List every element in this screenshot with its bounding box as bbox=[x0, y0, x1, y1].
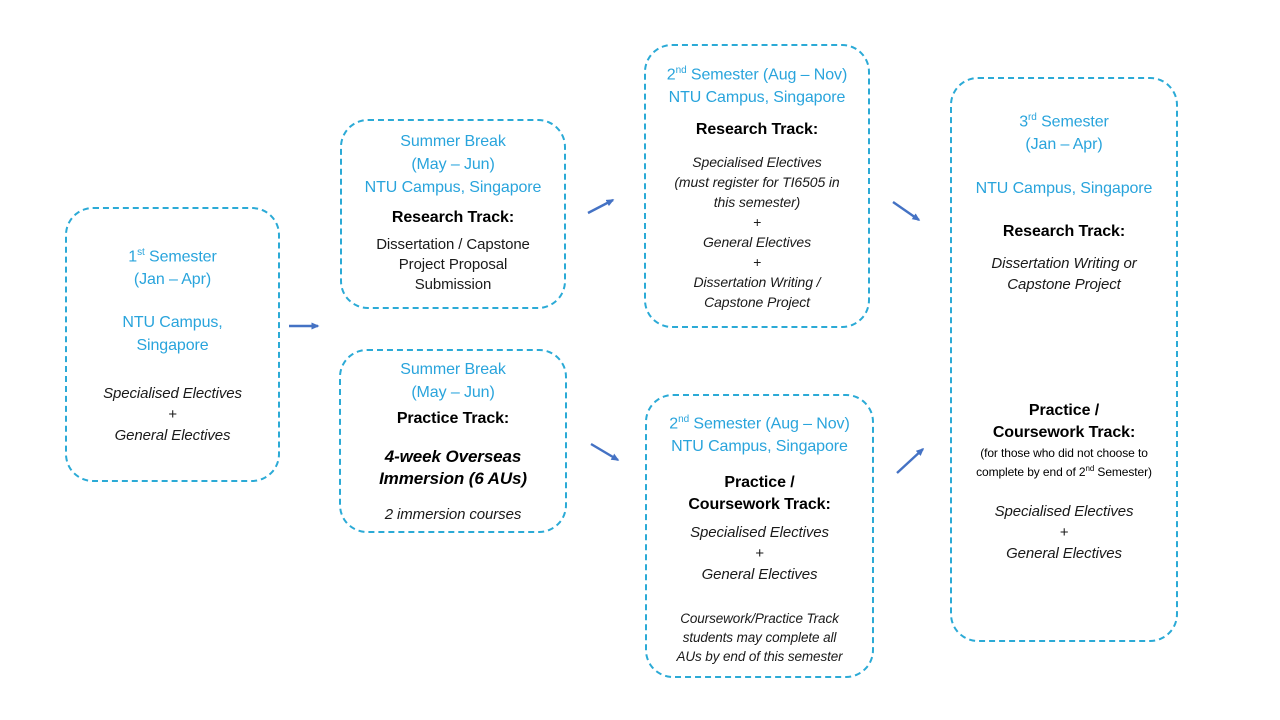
box-summer-break-practice: Summer Break (May – Jun) Practice Track:… bbox=[339, 349, 567, 533]
electives-text: Specialised Electives + General Elective… bbox=[690, 524, 829, 584]
research-track-body: Dissertation / Capstone Project Proposal… bbox=[376, 236, 530, 293]
immersion-courses-text: 2 immersion courses bbox=[384, 506, 522, 523]
semester-title: 3rd Semester (Jan – Apr) bbox=[1019, 112, 1109, 154]
arrow-summer-practice-to-sem2-practice bbox=[590, 442, 620, 462]
box-1st-semester: 1st Semester (Jan – Apr) NTU Campus, Sin… bbox=[65, 207, 280, 482]
coursework-completion-note: Coursework/Practice Track students may c… bbox=[676, 611, 843, 665]
semester-title: 2nd Semester (Aug – Nov) NTU Campus, Sin… bbox=[666, 65, 848, 107]
research-track-heading: Research Track: bbox=[1002, 223, 1126, 241]
arrow-summer-research-to-sem2-research bbox=[587, 198, 615, 215]
arrow-sem2-practice-to-sem3 bbox=[896, 447, 925, 474]
practice-track-heading: Practice Track: bbox=[396, 410, 510, 427]
box-summer-break-research: Summer Break (May – Jun) NTU Campus, Sin… bbox=[340, 119, 566, 309]
box-2nd-semester-practice: 2nd Semester (Aug – Nov) NTU Campus, Sin… bbox=[645, 394, 874, 678]
overseas-immersion-text: 4-week Overseas Immersion (6 AUs) bbox=[379, 447, 527, 488]
research-track-body: Dissertation Writing or Capstone Project bbox=[991, 255, 1137, 294]
practice-coursework-track-heading: Practice / Coursework Track: bbox=[992, 402, 1136, 442]
practice-coursework-track-heading: Practice / Coursework Track: bbox=[688, 474, 831, 514]
semester-title: 1st Semester (Jan – Apr) bbox=[128, 247, 217, 289]
box-2nd-semester-research: 2nd Semester (Aug – Nov) NTU Campus, Sin… bbox=[644, 44, 870, 328]
semester-title: 2nd Semester (Aug – Nov) NTU Campus, Sin… bbox=[669, 414, 850, 456]
electives-text: Specialised Electives + General Elective… bbox=[994, 503, 1134, 563]
electives-text: Specialised Electives + General Elective… bbox=[103, 385, 242, 445]
practice-track-note: (for those who did not choose to complet… bbox=[976, 446, 1152, 480]
box-3rd-semester: 3rd Semester (Jan – Apr) NTU Campus, Sin… bbox=[950, 77, 1178, 642]
arrow-sem2-research-to-sem3 bbox=[892, 201, 921, 221]
summer-break-heading: Summer Break (May – Jun) NTU Campus, Sin… bbox=[364, 133, 542, 196]
research-track-body: Specialised Electives (must register for… bbox=[674, 154, 840, 311]
research-track-heading: Research Track: bbox=[695, 121, 819, 139]
campus-label: NTU Campus, Singapore bbox=[122, 314, 223, 355]
research-track-heading: Research Track: bbox=[391, 209, 515, 226]
summer-break-heading: Summer Break (May – Jun) bbox=[400, 361, 506, 401]
campus-label: NTU Campus, Singapore bbox=[975, 180, 1153, 198]
